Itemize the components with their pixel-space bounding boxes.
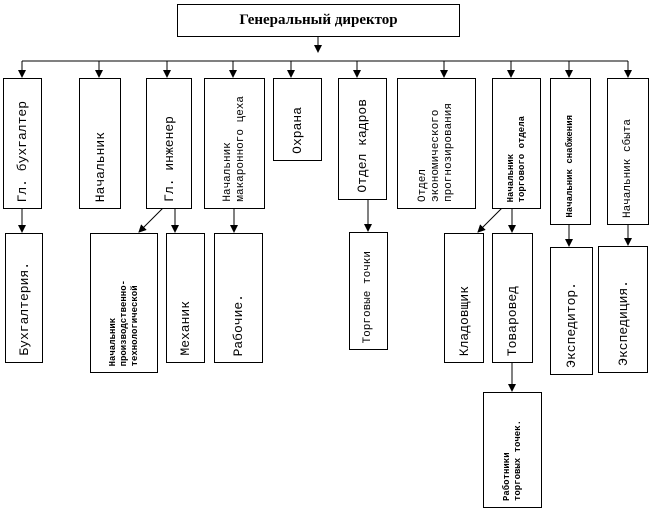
chief-engineer-box: Гл. инженер — [146, 78, 192, 209]
storekeeper-label: Кладовщик — [456, 285, 472, 356]
storekeeper-box: Кладовщик — [444, 233, 484, 363]
security-box: Охрана — [273, 78, 322, 161]
sales-head-label: Начальник сбыта — [621, 118, 634, 218]
supply-head-label: Начальник снабжения — [565, 115, 575, 218]
retail-workers-label: Работники торговых точек. — [501, 419, 523, 501]
workers-box: Рабочие. — [214, 233, 263, 363]
supply-head-box: Начальник снабжения — [550, 78, 591, 225]
head-box: Начальник — [79, 78, 121, 209]
head-label: Начальник — [92, 131, 108, 202]
accounting-label: Бухгалтерия. — [16, 262, 32, 356]
forwarder-label: Экспедитор. — [564, 282, 579, 368]
chief-engineer-label: Гл. инженер — [161, 116, 177, 202]
retail-outlets-label: Торговые точки — [362, 250, 374, 343]
trade-department-head-label: Начальник торгового отдела — [505, 115, 527, 202]
chief-accountant-box: Гл. бухгалтер — [3, 78, 42, 209]
merchandiser-label: Товаровед — [505, 285, 520, 356]
security-label: Охрана — [290, 107, 305, 154]
expedition-label: Экспедиция. — [615, 280, 631, 366]
economic-forecasting-label: Отдел экономического прогнозирования — [417, 102, 455, 202]
hr-department-label: Отдел кадров — [355, 99, 370, 193]
general-director-box: Генеральный директор — [177, 4, 460, 37]
sales-head-box: Начальник сбыта — [607, 78, 649, 225]
mechanic-label: Механик — [178, 301, 193, 356]
pasta-shop-head-box: Начальник макаронного цеха — [204, 78, 265, 209]
production-tech-head-label: Начальник производственно- технологическ… — [107, 279, 140, 366]
production-tech-head-box: Начальник производственно- технологическ… — [90, 233, 158, 373]
chief-accountant-label: Гл. бухгалтер — [15, 100, 30, 202]
accounting-box: Бухгалтерия. — [5, 233, 43, 363]
general-director-label: Генеральный директор — [239, 12, 398, 28]
retail-workers-box: Работники торговых точек. — [483, 392, 542, 508]
expedition-box: Экспедиция. — [598, 246, 648, 373]
workers-label: Рабочие. — [231, 293, 246, 356]
mechanic-box: Механик — [166, 233, 205, 363]
merchandiser-box: Товаровед — [492, 233, 533, 363]
retail-outlets-box: Торговые точки — [349, 232, 388, 350]
forwarder-box: Экспедитор. — [550, 247, 593, 375]
economic-forecasting-box: Отдел экономического прогнозирования — [397, 78, 476, 209]
pasta-shop-head-label: Начальник макаронного цеха — [221, 96, 247, 202]
hr-department-box: Отдел кадров — [338, 78, 387, 200]
trade-department-head-box: Начальник торгового отдела — [492, 78, 541, 209]
